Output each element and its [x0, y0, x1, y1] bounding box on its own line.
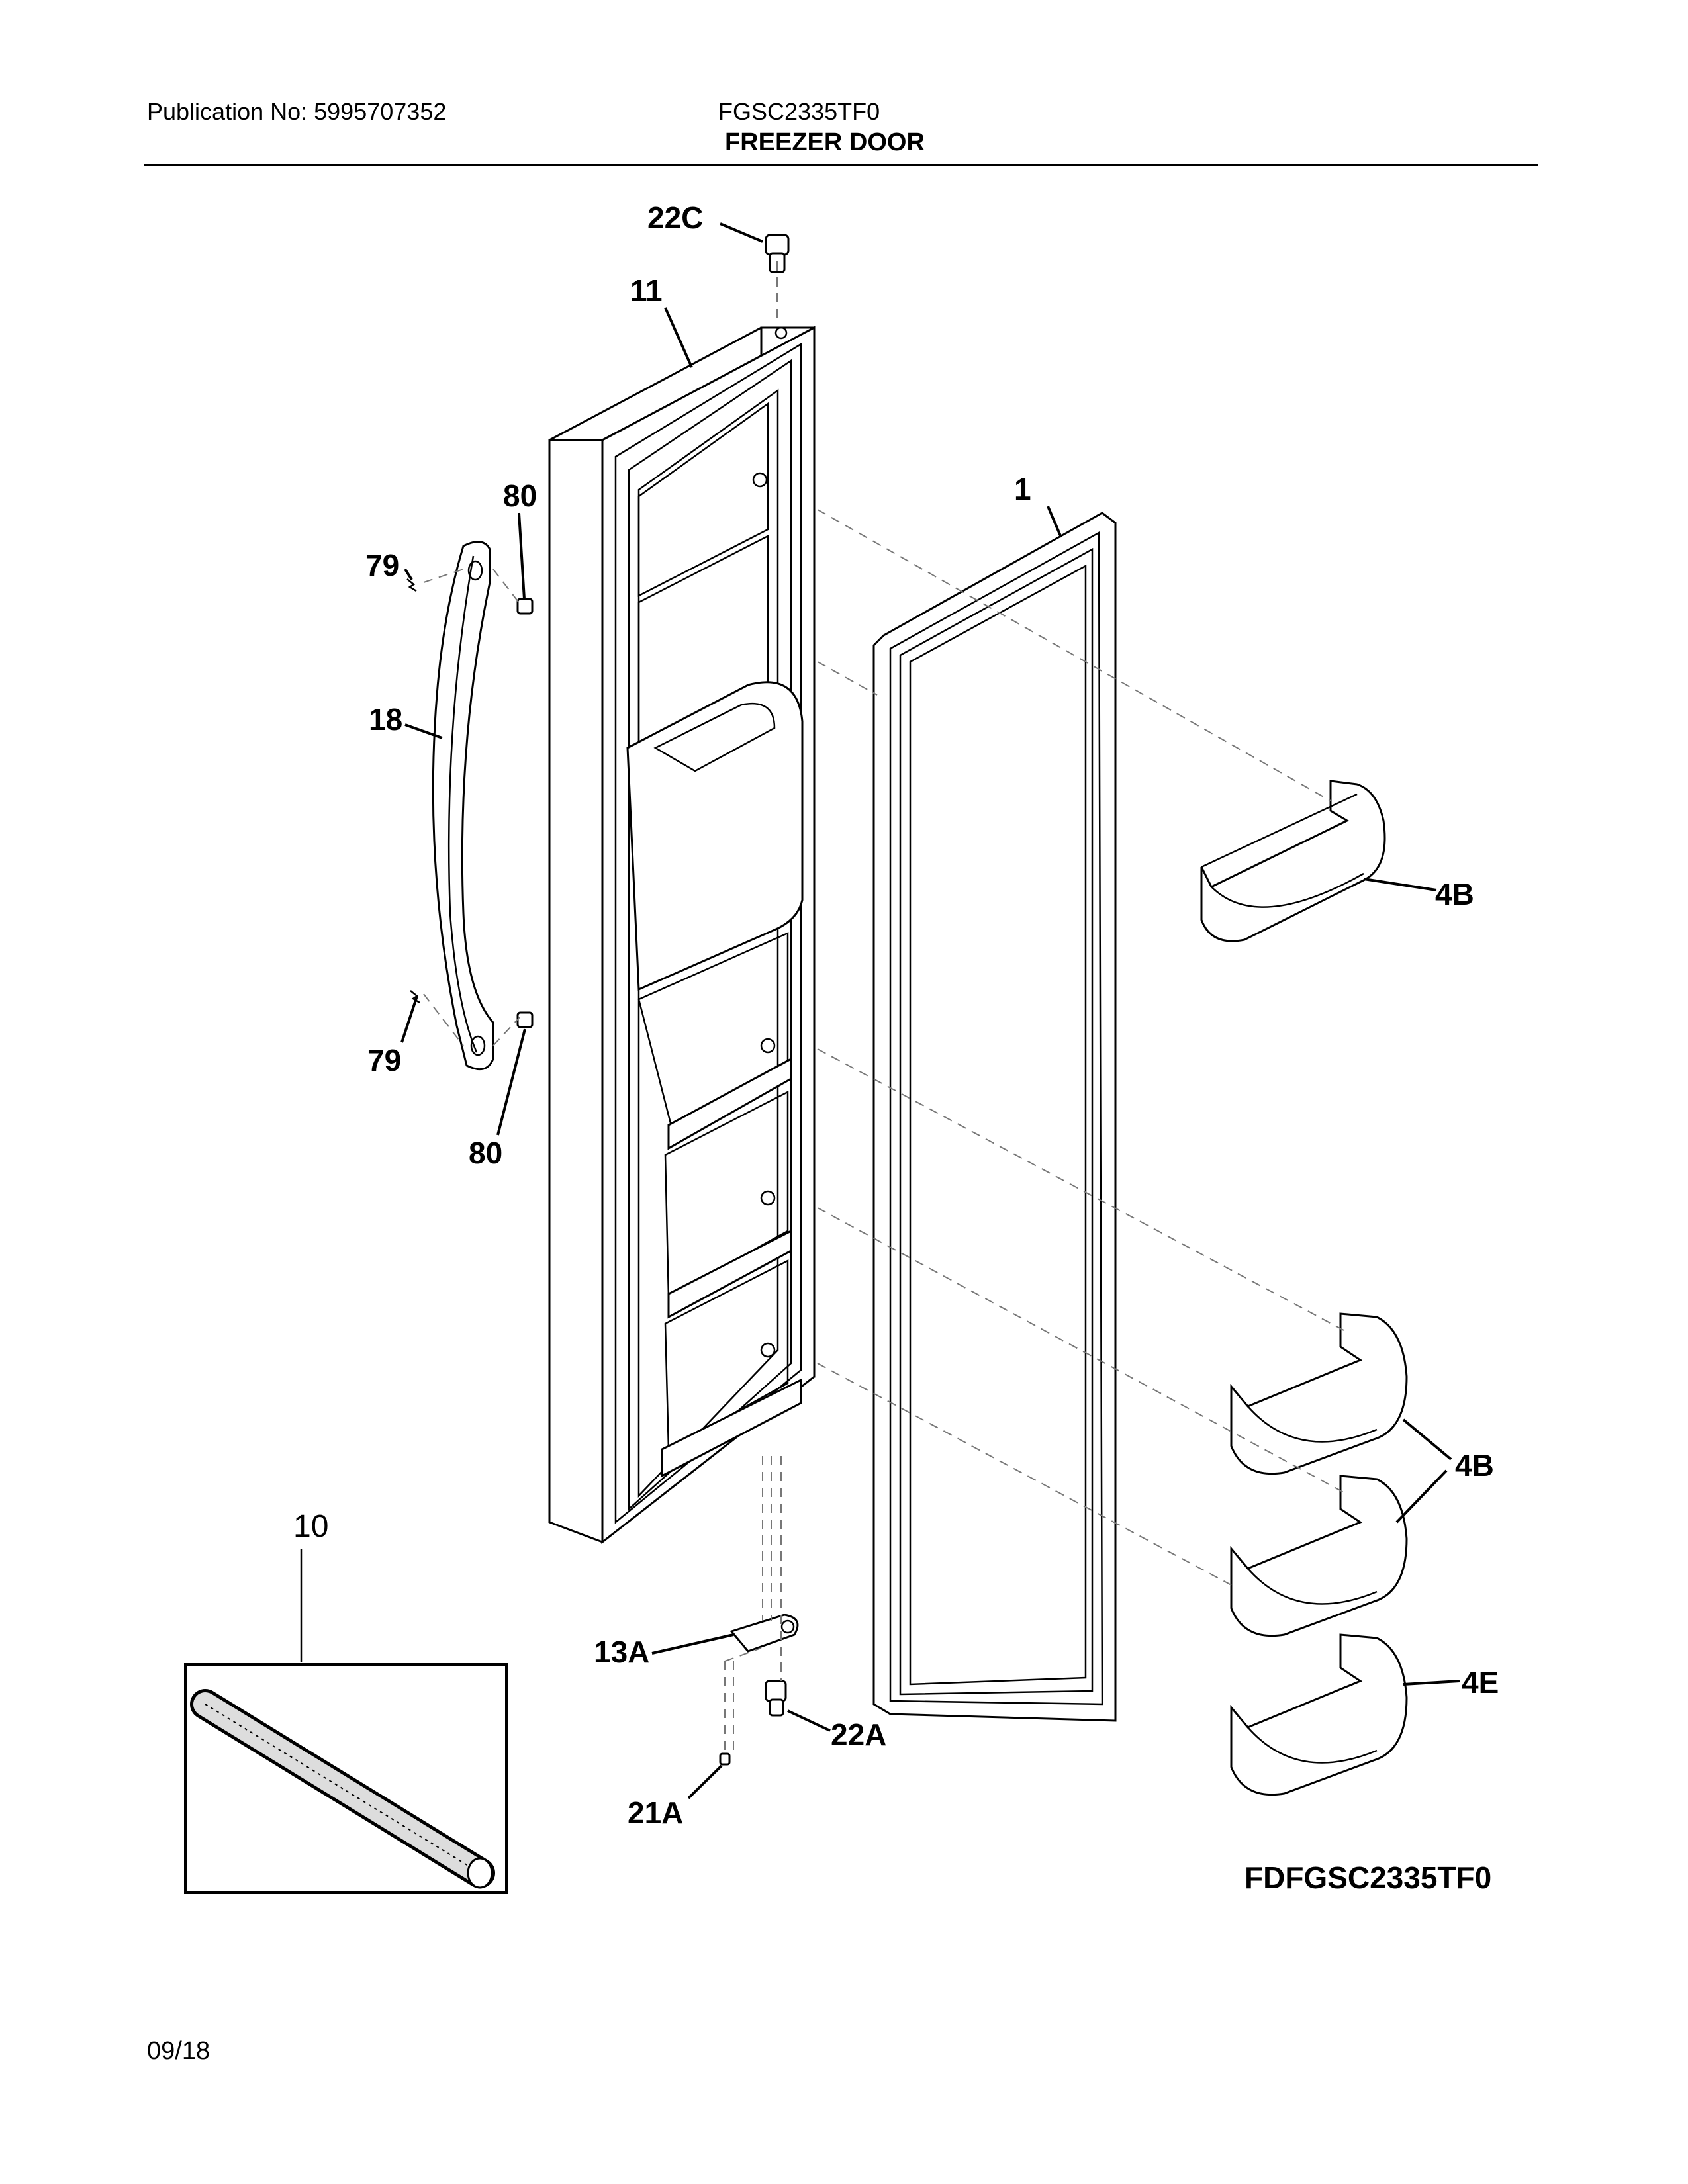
callout-79-lower: 79 — [367, 1043, 401, 1077]
callout-80-lower: 80 — [469, 1136, 502, 1170]
door-handle-part — [432, 541, 494, 1071]
revision-date: 09/18 — [147, 2037, 211, 2065]
callout-22A: 22A — [831, 1717, 886, 1752]
door-bin-lower — [1230, 1633, 1408, 1796]
door-gasket-part — [872, 512, 1117, 1722]
freezer-door-part — [548, 326, 816, 1545]
door-bin-middle-1 — [1230, 1312, 1408, 1475]
callout-4B-upper: 4B — [1435, 877, 1474, 911]
callout-21A: 21A — [628, 1796, 683, 1830]
door-bin-upper — [1200, 780, 1386, 942]
callout-22C: 22C — [647, 201, 703, 235]
section-title: FREEZER DOOR — [725, 128, 925, 156]
header-rule — [144, 164, 1538, 166]
model-number: FGSC2335TF0 — [718, 98, 880, 125]
callout-10: 10 — [293, 1509, 328, 1544]
callout-18: 18 — [369, 702, 402, 737]
publication-number: Publication No: 5995707352 — [147, 98, 447, 125]
bottom-hinge-parts — [719, 1614, 799, 1766]
callout-11: 11 — [630, 273, 663, 308]
callout-79-upper: 79 — [365, 548, 399, 582]
diagram-code: FDFGSC2335TF0 — [1244, 1860, 1491, 1895]
door-bin-middle-2 — [1230, 1475, 1408, 1637]
callout-1: 1 — [1014, 472, 1031, 506]
callout-80-upper: 80 — [503, 478, 537, 513]
callout-4B-middle: 4B — [1455, 1448, 1494, 1482]
tube-kit-inset — [184, 1663, 508, 1894]
callout-4B-lower: 4E — [1462, 1665, 1499, 1700]
assembly-dash-lines — [423, 261, 1344, 1754]
leader-lines — [300, 222, 1460, 1799]
callout-13A: 13A — [594, 1635, 649, 1669]
